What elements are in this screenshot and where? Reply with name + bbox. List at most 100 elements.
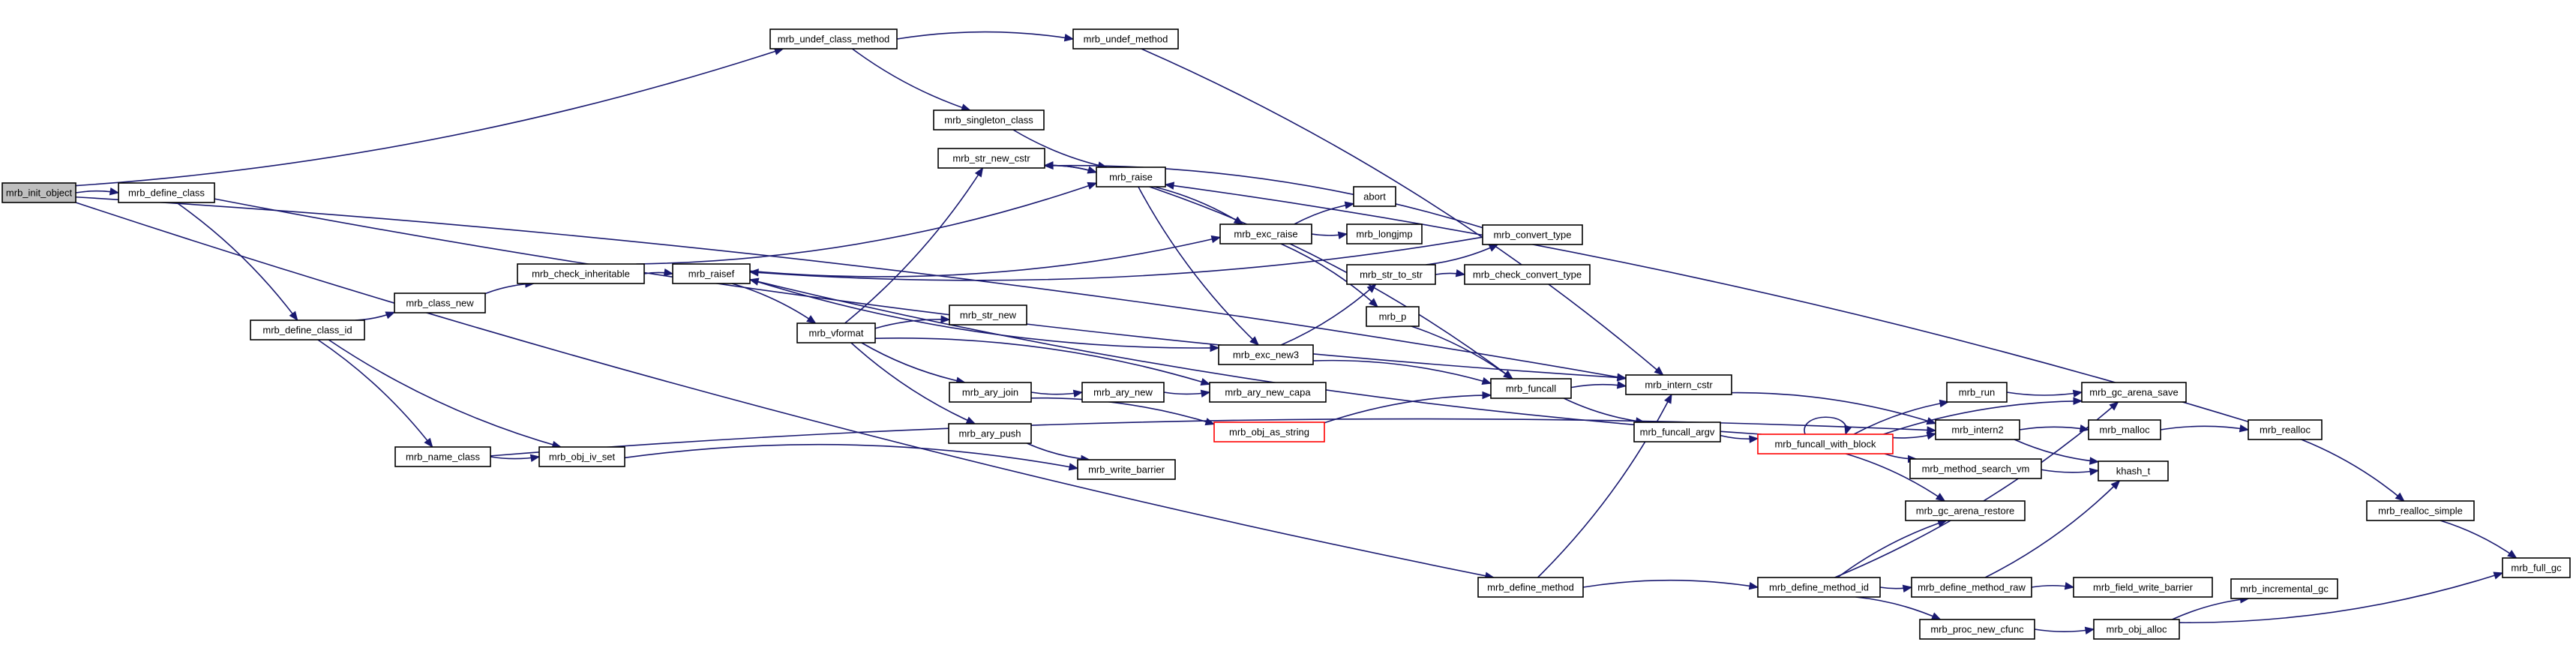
node-box[interactable]: [937, 148, 1045, 169]
node-mrb-full-gc[interactable]: mrb_full_gc: [2502, 557, 2571, 578]
node-box[interactable]: [118, 182, 215, 203]
node-mrb-raise[interactable]: mrb_raise: [1096, 166, 1166, 188]
node-mrb-define-method[interactable]: mrb_define_method: [1477, 577, 1584, 598]
node-box[interactable]: [2088, 419, 2161, 440]
node-mrb-define-method-id[interactable]: mrb_define_method_id: [1757, 577, 1881, 598]
node-box[interactable]: [1757, 577, 1881, 598]
node-box[interactable]: [1946, 382, 2008, 403]
node-box[interactable]: [517, 263, 645, 284]
node-box[interactable]: [2073, 577, 2213, 598]
node-box[interactable]: [1464, 264, 1591, 285]
node-box[interactable]: [1490, 378, 1572, 399]
node-box[interactable]: [250, 320, 365, 340]
node-box[interactable]: [2248, 419, 2323, 440]
node-mrb-convert-type[interactable]: mrb_convert_type: [1482, 224, 1583, 245]
node-mrb-define-class-id[interactable]: mrb_define_class_id: [250, 320, 365, 340]
node-box[interactable]: [948, 423, 1032, 444]
node-mrb-obj-iv-set[interactable]: mrb_obj_iv_set: [538, 446, 625, 467]
node-box[interactable]: [1477, 577, 1584, 598]
node-mrb-name-class[interactable]: mrb_name_class: [394, 446, 491, 467]
node-box[interactable]: [1919, 619, 2035, 640]
node-box[interactable]: [1218, 344, 1314, 365]
node-mrb-singleton-class[interactable]: mrb_singleton_class: [933, 110, 1045, 130]
node-box[interactable]: [1077, 459, 1176, 480]
node-box[interactable]: [1757, 434, 1894, 454]
node-box[interactable]: [2093, 619, 2180, 640]
node-mrb-obj-as-string[interactable]: mrb_obj_as_string: [1213, 422, 1325, 442]
node-box[interactable]: [672, 263, 751, 284]
node-box[interactable]: [1353, 186, 1396, 207]
node-box[interactable]: [796, 322, 876, 344]
node-box[interactable]: [2502, 557, 2571, 578]
node-box[interactable]: [1213, 422, 1325, 442]
node-mrb-malloc[interactable]: mrb_malloc: [2088, 419, 2161, 440]
node-box[interactable]: [1625, 374, 1732, 395]
node-box[interactable]: [1905, 500, 2026, 521]
node-mrb-exc-new3[interactable]: mrb_exc_new3: [1218, 344, 1314, 365]
node-box[interactable]: [1072, 28, 1179, 50]
node-box[interactable]: [949, 304, 1027, 326]
node-mrb-proc-new-cfunc[interactable]: mrb_proc_new_cfunc: [1919, 619, 2035, 640]
node-mrb-vformat[interactable]: mrb_vformat: [796, 322, 876, 344]
node-mrb-funcall[interactable]: mrb_funcall: [1490, 378, 1572, 399]
node-box[interactable]: [1482, 224, 1583, 245]
node-box[interactable]: [2098, 460, 2169, 482]
node-mrb-check-convert-type[interactable]: mrb_check_convert_type: [1464, 264, 1591, 285]
node-box[interactable]: [1911, 577, 2032, 598]
node-mrb-exc-raise[interactable]: mrb_exc_raise: [1219, 224, 1312, 244]
node-box[interactable]: [2081, 382, 2187, 403]
node-mrb-class-new[interactable]: mrb_class_new: [394, 292, 486, 314]
node-mrb-ary-join[interactable]: mrb_ary_join: [949, 382, 1032, 403]
node-mrb-intern2[interactable]: mrb_intern2: [1935, 419, 2020, 440]
node-mrb-check-inheritable[interactable]: mrb_check_inheritable: [517, 263, 645, 284]
node-mrb-raisef[interactable]: mrb_raisef: [672, 263, 751, 284]
node-mrb-str-to-str[interactable]: mrb_str_to_str: [1346, 264, 1436, 285]
node-mrb-gc-arena-restore[interactable]: mrb_gc_arena_restore: [1905, 500, 2026, 521]
node-mrb-undef-class-method[interactable]: mrb_undef_class_method: [769, 28, 898, 50]
node-mrb-ary-new-capa[interactable]: mrb_ary_new_capa: [1209, 382, 1327, 403]
node-box[interactable]: [1366, 306, 1420, 327]
node-mrb-field-write-barrier[interactable]: mrb_field_write_barrier: [2073, 577, 2213, 598]
node-box[interactable]: [1096, 166, 1166, 188]
node-box[interactable]: [949, 382, 1032, 403]
node-box[interactable]: [1633, 422, 1721, 442]
node-mrb-init-object[interactable]: mrb_init_object: [1, 182, 76, 203]
node-mrb-funcall-argv[interactable]: mrb_funcall_argv: [1633, 422, 1721, 442]
node-box[interactable]: [394, 292, 486, 314]
node-box[interactable]: [1, 182, 76, 203]
node-box[interactable]: [1219, 224, 1312, 244]
node-box[interactable]: [2230, 578, 2338, 599]
node-mrb-funcall-with-block[interactable]: mrb_funcall_with_block: [1757, 434, 1894, 454]
node-box[interactable]: [1081, 382, 1165, 403]
node-box[interactable]: [1935, 419, 2020, 440]
node-mrb-undef-method[interactable]: mrb_undef_method: [1072, 28, 1179, 50]
node-mrb-ary-new[interactable]: mrb_ary_new: [1081, 382, 1165, 403]
node-mrb-realloc[interactable]: mrb_realloc: [2248, 419, 2323, 440]
node-box[interactable]: [1346, 224, 1423, 244]
node-box[interactable]: [933, 110, 1045, 130]
node-box[interactable]: [1209, 382, 1327, 403]
node-box[interactable]: [538, 446, 625, 467]
node-mrb-p[interactable]: mrb_p: [1366, 306, 1420, 327]
node-mrb-longjmp[interactable]: mrb_longjmp: [1346, 224, 1423, 244]
node-box[interactable]: [394, 446, 491, 467]
node-mrb-gc-arena-save[interactable]: mrb_gc_arena_save: [2081, 382, 2187, 403]
node-mrb-write-barrier[interactable]: mrb_write_barrier: [1077, 459, 1176, 480]
node-mrb-realloc-simple[interactable]: mrb_realloc_simple: [2366, 500, 2475, 521]
node-mrb-str-new[interactable]: mrb_str_new: [949, 304, 1027, 326]
node-mrb-define-class[interactable]: mrb_define_class: [118, 182, 215, 203]
node-box[interactable]: [1346, 264, 1436, 285]
node-box[interactable]: [769, 28, 898, 50]
node-mrb-obj-alloc[interactable]: mrb_obj_alloc: [2093, 619, 2180, 640]
node-mrb-method-search-vm[interactable]: mrb_method_search_vm: [1909, 458, 2042, 479]
node-mrb-intern-cstr[interactable]: mrb_intern_cstr: [1625, 374, 1732, 395]
node-mrb-ary-push[interactable]: mrb_ary_push: [948, 423, 1032, 444]
node-mrb-define-method-raw[interactable]: mrb_define_method_raw: [1911, 577, 2032, 598]
node-mrb-incremental-gc[interactable]: mrb_incremental_gc: [2230, 578, 2338, 599]
node-mrb-run[interactable]: mrb_run: [1946, 382, 2008, 403]
node-abort[interactable]: abort: [1353, 186, 1396, 207]
node-mrb-str-new-cstr[interactable]: mrb_str_new_cstr: [937, 148, 1045, 169]
node-box[interactable]: [2366, 500, 2475, 521]
node-khash-t[interactable]: khash_t: [2098, 460, 2169, 482]
node-box[interactable]: [1909, 458, 2042, 479]
